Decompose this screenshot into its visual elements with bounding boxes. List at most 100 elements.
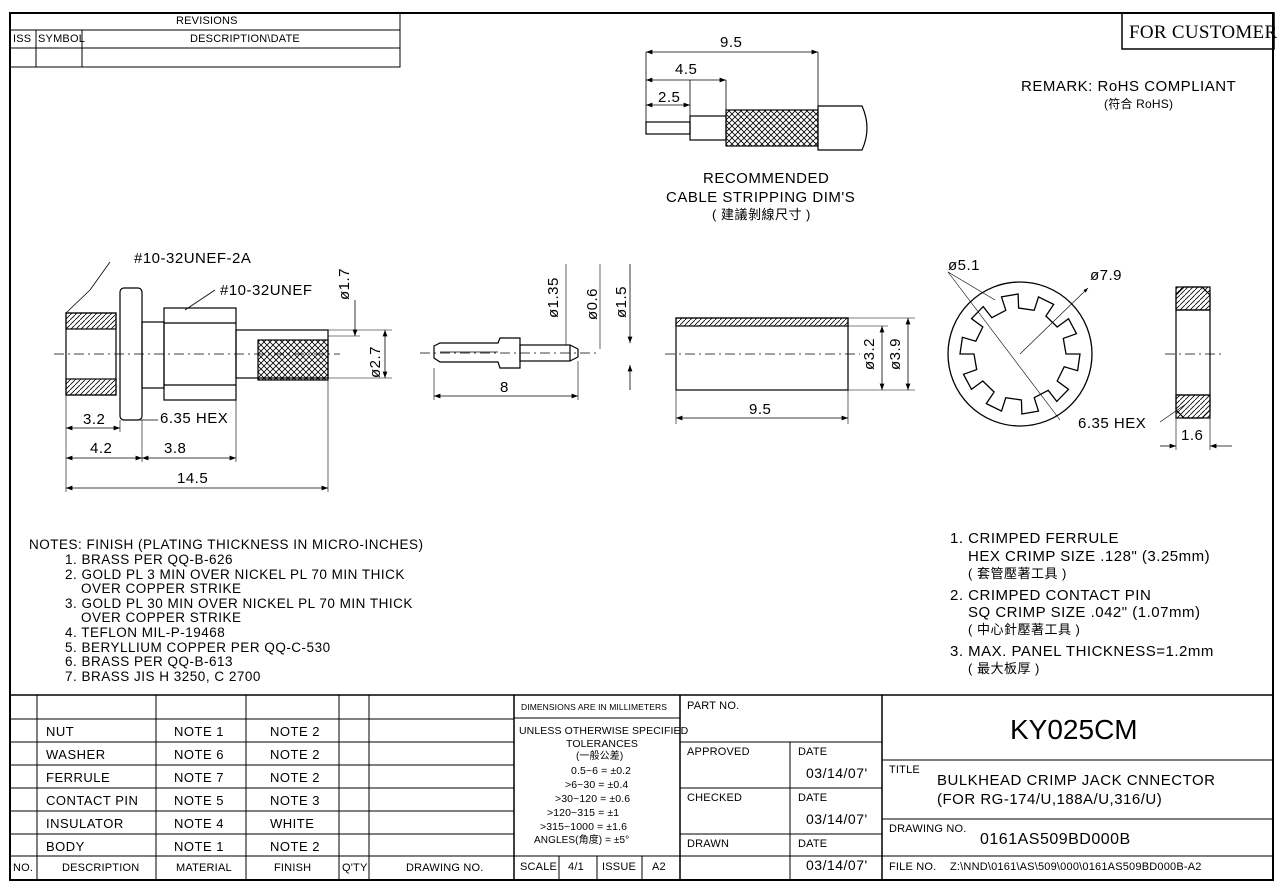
drawing-number: 0161AS509BD000B (980, 831, 1131, 848)
note-line: 1. BRASS PER QQ-B-626 (65, 552, 234, 567)
dim-3-2: 3.2 (83, 411, 106, 428)
washer-dia-5-1: ø5.1 (948, 257, 981, 274)
washer-dia-7-9: ø7.9 (1090, 267, 1123, 284)
for-customer-label: FOR CUSTOMER (1129, 22, 1278, 43)
title-line-1: BULKHEAD CRIMP JACK CNNECTOR (937, 772, 1216, 789)
checked-date: 03/14/07' (806, 811, 868, 827)
washer-teeth-outline (959, 293, 1081, 415)
dim-3-8: 3.8 (164, 440, 187, 457)
tolerance-row: 0.5~6 = ±0.2 (571, 765, 632, 777)
bom-desc: INSULATOR (46, 816, 124, 831)
ferrule-dia-3-9: ø3.9 (887, 337, 904, 370)
note-line: 6. BRASS PER QQ-B-613 (65, 654, 234, 669)
bom-header-no: NO. (13, 862, 34, 874)
remark-line2: (符合 RoHS) (1104, 97, 1174, 111)
tolerance-units: DIMENSIONS ARE IN MILLIMETERS (521, 702, 668, 712)
scale-value: 4/1 (568, 861, 584, 873)
bom-desc: FERRULE (46, 770, 111, 785)
bom-desc: NUT (46, 724, 75, 739)
revisions-col-iss: ISS (13, 33, 32, 45)
contact-pin-view (420, 264, 633, 400)
drawing-no-label: DRAWING NO. (889, 823, 967, 835)
bom-material: NOTE 1 (174, 839, 224, 854)
nut-side-view (1159, 286, 1232, 450)
ferrule-dia-3-2: ø3.2 (861, 337, 878, 370)
bom-header-desc: DESCRIPTION (62, 862, 140, 874)
tolerance-row: >30~120 = ±0.6 (555, 793, 631, 805)
crimp-note: ( 套管壓著工具 ) (968, 566, 1067, 581)
bom-desc: CONTACT PIN (46, 793, 139, 808)
approved-date: 03/14/07' (806, 765, 868, 781)
title-line-2: (FOR RG-174/U,188A/U,316/U) (937, 791, 1163, 808)
bom-material: NOTE 7 (174, 770, 224, 785)
crimp-note: SQ CRIMP SIZE .042" (1.07mm) (968, 604, 1201, 621)
bom-header-qty: Q'TY (342, 862, 368, 874)
star-washer-view (947, 271, 1093, 427)
note-line: OVER COPPER STRIKE (81, 581, 242, 596)
strip-caption-2: CABLE STRIPPING DIM'S (666, 189, 856, 206)
nut-thk-label: 1.6 (1181, 427, 1204, 444)
nut-hex-label: 6.35 HEX (1078, 415, 1147, 432)
remark-line1: REMARK: RoHS COMPLIANT (1021, 78, 1237, 95)
tolerance-row: >6~30 = ±0.4 (565, 779, 629, 791)
issue-label: ISSUE (602, 861, 637, 873)
strip-dim-2-5: 2.5 (658, 89, 681, 106)
bom-finish: NOTE 2 (270, 747, 320, 762)
tolerance-row: >315~1000 = ±1.6 (540, 821, 628, 833)
dim-4-2: 4.2 (90, 440, 113, 457)
part-number: KY025CM (1010, 714, 1138, 745)
note-line: 3. GOLD PL 30 MIN OVER NICKEL PL 70 MIN … (65, 596, 413, 611)
revisions-grid (9, 12, 401, 68)
strip-dim-9-5: 9.5 (720, 34, 743, 51)
bom-finish: NOTE 2 (270, 839, 320, 854)
bom-material: NOTE 4 (174, 816, 224, 831)
strip-caption-1: RECOMMENDED (703, 170, 830, 187)
drawn-date: 03/14/07' (806, 857, 868, 873)
crimp-note: HEX CRIMP SIZE .128" (3.25mm) (968, 548, 1211, 565)
pin-dia-1-5: ø1.5 (613, 285, 630, 318)
crimp-note: ( 中心針壓著工具 ) (968, 622, 1081, 637)
revisions-col-symbol: SYMBOL (38, 33, 86, 45)
bom-material: NOTE 5 (174, 793, 224, 808)
file-no-label: FILE NO. (889, 861, 937, 873)
tolerance-l2: TOLERANCES (566, 738, 638, 750)
note-line: 4. TEFLON MIL-P-19468 (65, 625, 226, 640)
bom-header-finish: FINISH (274, 862, 312, 874)
approved-date-label: DATE (798, 746, 828, 758)
issue-value: A2 (652, 861, 666, 873)
thread-label-2: #10-32UNEF (220, 282, 313, 299)
dim-14-5: 14.5 (177, 470, 209, 487)
ferrule-len: 9.5 (749, 401, 772, 418)
revisions-col-desc: DESCRIPTION\DATE (190, 33, 300, 45)
notes-title: NOTES: FINISH (PLATING THICKNESS IN MICR… (29, 537, 424, 552)
file-number: Z:\NND\0161\AS\509\000\0161AS509BD000B-A… (950, 861, 1202, 873)
note-line: OVER COPPER STRIKE (81, 610, 242, 625)
pin-dia-0-6: ø0.6 (584, 287, 601, 320)
ferrule-view (665, 317, 915, 424)
bom-finish: NOTE 2 (270, 770, 320, 785)
crimp-note: 1. CRIMPED FERRULE (950, 530, 1120, 547)
scale-label: SCALE (520, 861, 558, 873)
tolerance-row: ANGLES(角度) = ±5° (534, 835, 630, 846)
bom-finish: WHITE (270, 816, 315, 831)
note-line: 5. BERYLLIUM COPPER PER QQ-C-530 (65, 640, 331, 655)
bom-finish: NOTE 3 (270, 793, 320, 808)
approved-label: APPROVED (687, 746, 750, 758)
bom-header-drawing: DRAWING NO. (406, 862, 484, 874)
note-line: 2. GOLD PL 3 MIN OVER NICKEL PL 70 MIN T… (65, 567, 405, 582)
connector-main-view (54, 261, 392, 492)
title-label: TITLE (889, 764, 920, 776)
crimp-note: 2. CRIMPED CONTACT PIN (950, 587, 1152, 604)
bom-desc: WASHER (46, 747, 106, 762)
cable-stripping-figure (645, 49, 868, 151)
bom-desc: BODY (46, 839, 85, 854)
checked-date-label: DATE (798, 792, 828, 804)
checked-label: CHECKED (687, 792, 743, 804)
hex-label-main: 6.35 HEX (160, 410, 229, 427)
dia-1-7-label: ø1.7 (336, 267, 353, 300)
crimp-note: ( 最大板厚 ) (968, 661, 1040, 676)
drawn-date-label: DATE (798, 838, 828, 850)
revisions-header: REVISIONS (176, 15, 238, 27)
crimp-note: 3. MAX. PANEL THICKNESS=1.2mm (950, 643, 1214, 660)
